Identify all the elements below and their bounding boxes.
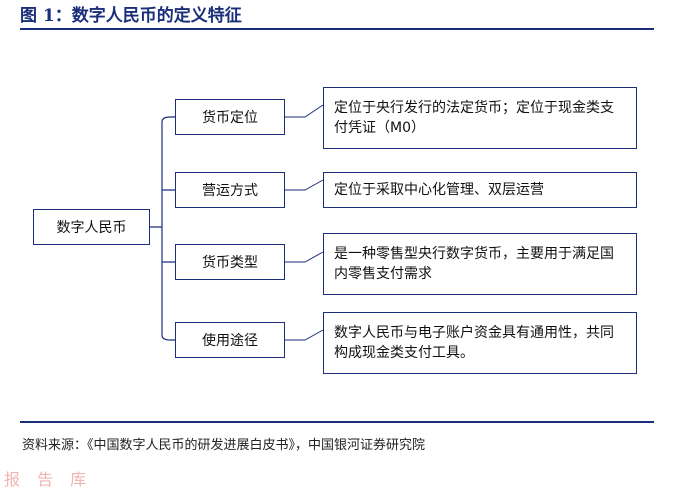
description-box-currency-type: 是一种零售型央行数字货币，主要用于满足国内零售支付需求: [323, 233, 637, 295]
description-box-usage: 数字人民币与电子账户资金具有通用性，共同构成现金类支付工具。: [323, 312, 637, 374]
root-label: 数字人民币: [56, 220, 127, 236]
description-text: 定位于央行发行的法定货币；定位于现金类支付凭证（M0）: [334, 100, 614, 136]
root-box: 数字人民币: [33, 209, 150, 245]
branch-box-monetary-positioning: 货币定位: [175, 99, 285, 135]
connector-lines: [150, 104, 324, 341]
connector-branch-2: [285, 179, 324, 191]
connector-branch-3: [285, 251, 324, 263]
description-box-operation-mode: 定位于采取中心化管理、双层运营: [323, 172, 637, 208]
figure-title: 图 1：数字人民币的定义特征: [20, 4, 654, 30]
description-text: 定位于采取中心化管理、双层运营: [334, 182, 544, 198]
branch-box-currency-type: 货币类型: [175, 244, 285, 280]
watermark: 报 告 库: [4, 470, 93, 489]
branch-box-usage: 使用途径: [175, 322, 285, 358]
branch-label: 使用途径: [202, 333, 258, 349]
connector-branch-1: [285, 104, 324, 118]
connector-branch-4: [285, 329, 324, 341]
source-divider: [20, 421, 654, 423]
description-box-monetary-positioning: 定位于央行发行的法定货币；定位于现金类支付凭证（M0）: [323, 87, 637, 149]
branch-box-operation-mode: 营运方式: [175, 172, 285, 208]
source-note: 资料来源：《中国数字人民币的研发进展白皮书》，中国银河证券研究院: [22, 438, 426, 453]
branch-label: 货币类型: [202, 255, 258, 271]
bracket-line: [150, 116, 175, 341]
description-text: 数字人民币与电子账户资金具有通用性，共同构成现金类支付工具。: [334, 325, 614, 361]
branch-label: 营运方式: [202, 183, 258, 199]
description-text: 是一种零售型央行数字货币，主要用于满足国内零售支付需求: [334, 246, 614, 282]
branch-label: 货币定位: [202, 110, 258, 126]
